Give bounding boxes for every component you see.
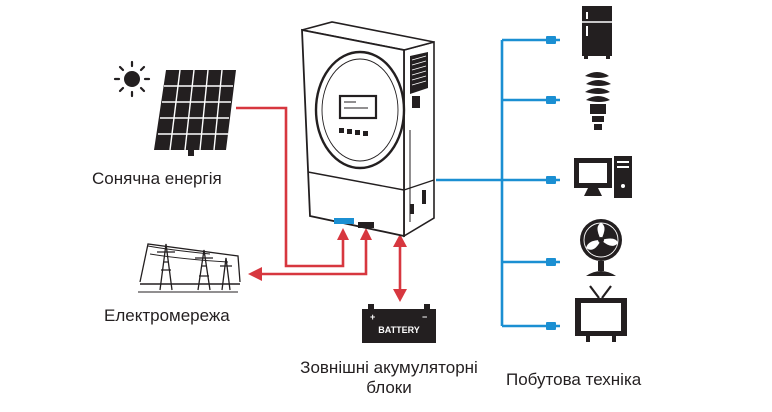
light-bulb-icon (585, 72, 611, 130)
label-household-appliances: Побутова техніка (506, 370, 642, 389)
arrow-battery-up (393, 234, 407, 247)
arrow-to-grid (248, 267, 262, 281)
plug-connector (546, 36, 556, 44)
label-external-batteries: Зовнішні акумуляторні блоки (300, 358, 478, 397)
lcd-screen (338, 94, 378, 120)
sun-icon (113, 60, 151, 98)
plug-connector (546, 176, 556, 184)
vent-grille (410, 52, 428, 108)
fan-icon (580, 219, 622, 276)
arrow-up-grid (360, 228, 372, 240)
svg-text:+: + (370, 312, 375, 322)
battery-icon: + − BATTERY (362, 304, 436, 343)
plug-connector (546, 96, 556, 104)
inverter-unit (301, 21, 435, 238)
arrow-battery-down (393, 289, 407, 302)
label-power-grid: Електромережа (104, 306, 230, 325)
control-button (347, 129, 352, 134)
solar-panel-icon (154, 69, 236, 156)
control-buttons (339, 128, 368, 136)
grid-link-line (262, 237, 368, 276)
battery-icon-text: BATTERY (378, 325, 420, 335)
solar-link-line (236, 106, 345, 268)
plug-connector (546, 258, 556, 266)
control-button (355, 130, 360, 135)
label-solar-energy: Сонячна енергія (92, 169, 222, 188)
svg-text:−: − (422, 312, 427, 322)
plug-connector (546, 322, 556, 330)
control-button (363, 131, 368, 136)
power-grid-icon (138, 243, 241, 293)
control-button (339, 128, 344, 133)
red-connection-lines (236, 106, 368, 276)
blue-output-bus (436, 38, 560, 328)
computer-icon (574, 156, 632, 198)
fridge-icon (582, 6, 612, 59)
arrow-up-solar (337, 228, 349, 240)
television-icon (575, 285, 627, 342)
plug-connectors (546, 36, 556, 330)
